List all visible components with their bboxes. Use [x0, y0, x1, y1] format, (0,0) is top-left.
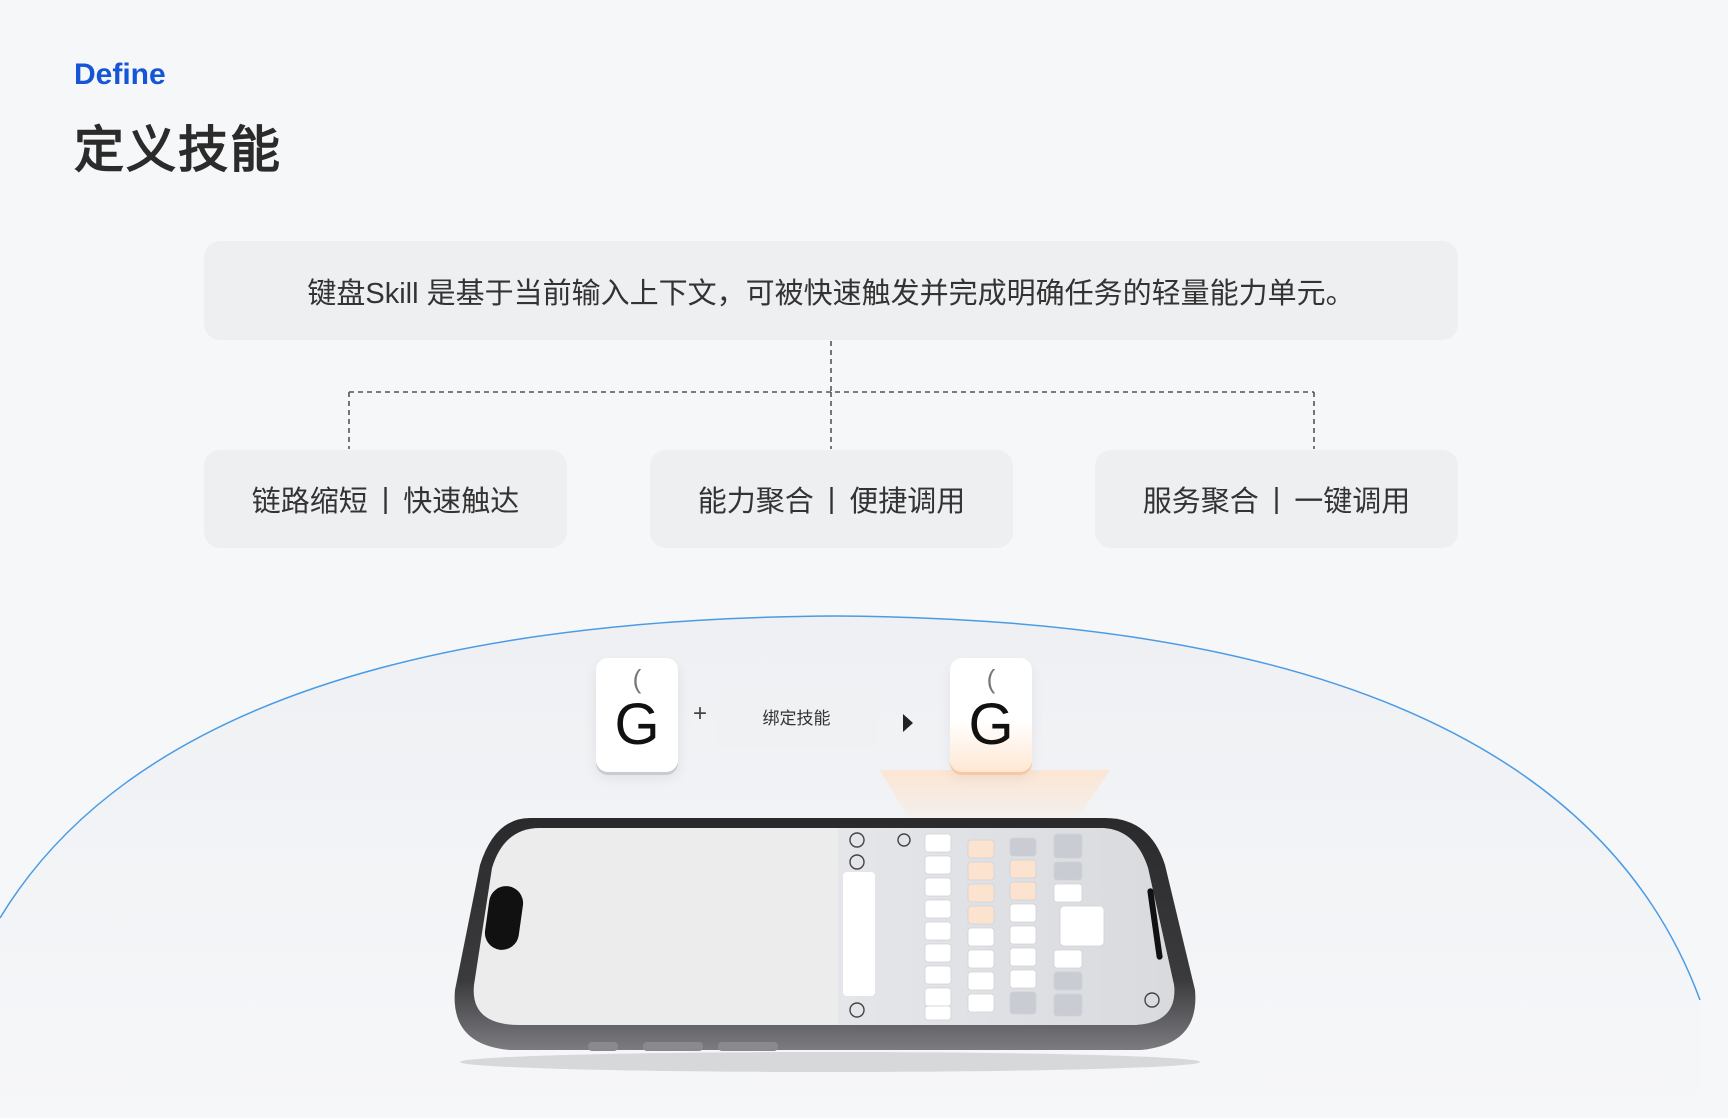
key-letter: G — [614, 692, 660, 757]
pillar-right-label: 便捷调用 — [849, 486, 966, 518]
pillar-left-label: 服务聚合 — [1142, 486, 1259, 518]
key-secondary-char: ( — [632, 664, 642, 694]
key-g-bound: ( G — [950, 658, 1032, 772]
play-arrow-icon — [903, 714, 913, 732]
definition-text: 键盘Skill 是基于当前输入上下文，可被快速触发并完成明确任务的轻量能力单元。 — [307, 277, 1355, 310]
key-letter: G — [968, 692, 1014, 757]
pillar-left-label: 能力聚合 — [697, 486, 814, 518]
page-title: 定义技能 — [74, 122, 282, 178]
key-secondary-char: ( — [986, 664, 996, 694]
pillar-separator: | — [827, 482, 836, 515]
pillar-card-shortcut: 链路缩短 | 快速触达 — [204, 450, 567, 548]
pillar-right-label: 一键调用 — [1294, 486, 1411, 518]
pillar-right-label: 快速触达 — [403, 486, 520, 518]
pillar-card-ability: 能力聚合 | 便捷调用 — [650, 450, 1013, 548]
key-g-default: ( G — [596, 658, 678, 772]
bind-skill-label: 绑定技能 — [715, 684, 878, 748]
plus-sign: + — [693, 700, 708, 727]
definition-card: 键盘Skill 是基于当前输入上下文，可被快速触发并完成明确任务的轻量能力单元。 — [204, 241, 1458, 340]
pillar-separator: | — [1272, 482, 1281, 515]
pillar-separator: | — [381, 482, 390, 515]
pillar-left-label: 链路缩短 — [251, 486, 368, 518]
section-eyebrow: Define — [74, 58, 166, 91]
pillar-card-service: 服务聚合 | 一键调用 — [1095, 450, 1458, 548]
